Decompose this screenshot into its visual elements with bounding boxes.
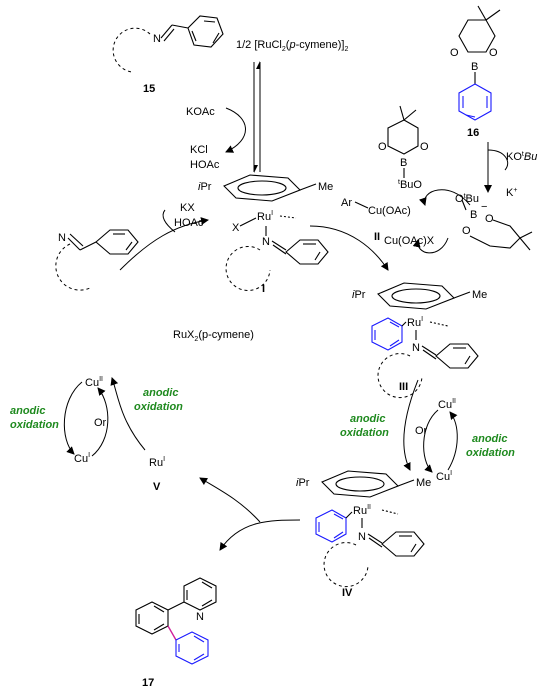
compound-15-label: 15 [143,83,155,95]
cu-cycle-left: CuII CuI Or anodic oxidation anodic oxid… [10,376,183,465]
minus-sign: − [481,201,487,213]
oxidation-label: oxidation [466,447,515,459]
ipr-label: iPr [352,289,366,301]
anodic-label: anodic [10,405,45,417]
cu-I: CuI [74,452,90,465]
cu-oac-x-label: Cu(OAc)X [384,235,435,247]
ester-top: O O B tBuO [378,105,429,191]
o-atom: O [420,141,429,153]
ru-center: RuI [257,210,273,223]
ipr-label: iPr [198,181,212,193]
x-ligand: X [232,222,240,234]
b-atom: B [470,209,477,221]
compound-15: N 15 [112,15,224,95]
imine-left: N [55,229,139,291]
boronate-ate-complex: OtBu K+ B − O O [455,187,533,251]
n-atom: N [262,236,270,248]
n-atom: N [358,531,366,543]
compound-17-label: 17 [142,677,154,689]
kx-product: KX [180,202,195,214]
compound-17: N 17 [135,577,217,689]
hoac-product-2: HOAc [174,217,204,229]
ru-center: RuI [407,316,423,329]
b-atom: B [471,61,478,73]
ru-V: RuI [149,456,165,469]
b-atom: B [400,157,407,169]
anodic-label: anodic [143,387,178,399]
or-label: Or [94,417,107,429]
kcl-product: KCl [190,144,208,156]
anodic-label: anodic [472,433,507,445]
koac-reagent: KOAc [186,106,215,118]
o-atom: O [462,225,471,237]
k-plus: K+ [506,187,517,199]
compound-16-label: 16 [467,127,479,139]
complex-I: iPr Me RuI X N I [198,174,333,295]
complex-III-label: III [399,381,408,393]
complex-IV: iPr Me RuII N IV [296,470,431,599]
otbu-label: OtBu [455,193,479,205]
oxidation-label: oxidation [10,419,59,431]
n-atom: N [153,33,161,45]
intermediate-II-label: II [374,231,380,243]
ru-center: RuII [353,504,371,517]
o-atom: O [485,213,494,225]
cu-II: CuII [85,376,103,389]
hoac-product: HOAc [190,159,220,171]
ru-dimer-reagent: 1/2 [RuCl2(p-cymene)]2 [236,39,348,53]
o-atom: O [378,141,387,153]
cu-II: CuII [438,398,456,411]
ipr-label: iPr [296,477,310,489]
complex-III: iPr Me RuI N III [352,282,487,399]
rux2-pcymene: RuX2(p-cymene) [173,329,254,343]
n-atom: N [196,611,204,623]
cu-I: CuI [436,470,452,483]
complex-I-label: I [262,283,265,295]
n-atom: N [58,232,66,244]
me-label: Me [472,289,487,301]
kotbu-reagent: KOtBu [506,151,537,163]
o-atom: O [450,47,459,59]
cu-cycle-right: CuII CuI Or anodic oxidation anodic oxid… [340,379,515,483]
me-label: Me [416,477,431,489]
anodic-label: anodic [350,413,385,425]
n-atom: N [412,342,420,354]
cu-oac-label: Cu(OAc) [368,205,411,217]
oxidation-label: oxidation [134,401,183,413]
compound-16: O O B 16 [450,5,501,139]
me-label: Me [318,181,333,193]
tbuo-label: tBuO [398,179,422,191]
ar-label: Ar [341,197,352,209]
oxidation-label: oxidation [340,427,389,439]
complex-V-label: V [153,481,161,493]
complex-IV-label: IV [342,587,353,599]
o-atom: O [489,47,498,59]
